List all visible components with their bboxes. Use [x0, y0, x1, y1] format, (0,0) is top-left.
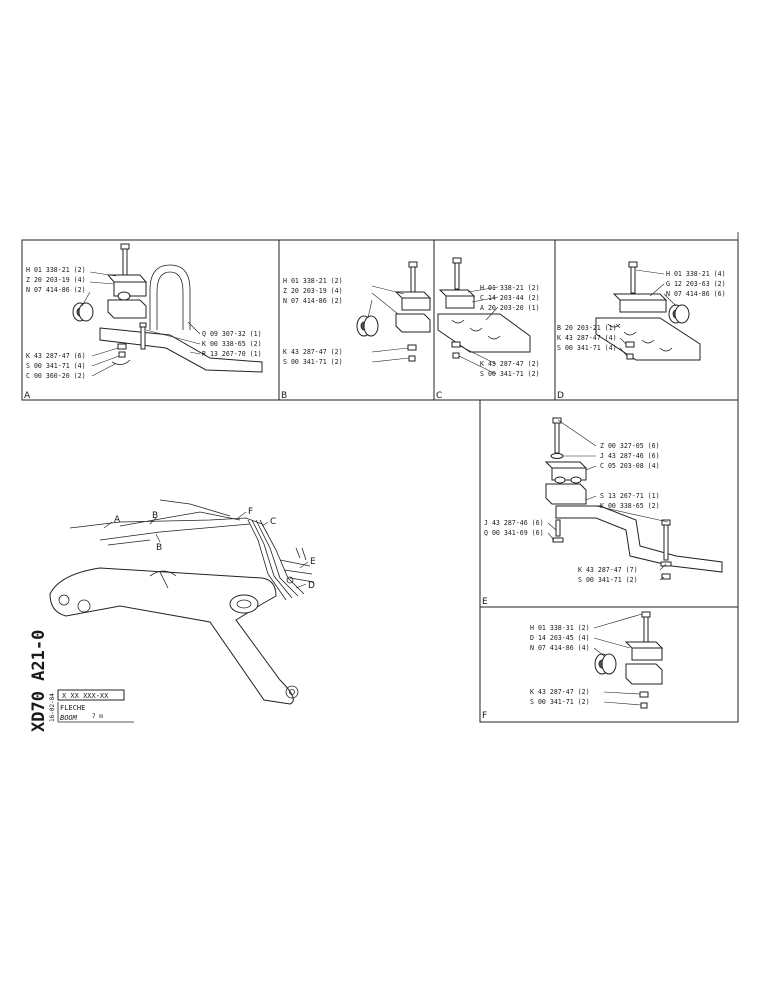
panel-a: H 01 338-21 (2) Z 20 203-19 (4) N 07 414…: [24, 243, 263, 401]
title-en: BOOM: [60, 714, 78, 722]
panel-letter-c: C: [436, 391, 442, 401]
panel-letter-b: B: [281, 391, 287, 401]
label-e-3: C 05 203-08 (4): [600, 462, 660, 470]
label-b-5: S 00 341-71 (2): [283, 358, 343, 366]
bracket-plate-icon: [555, 505, 723, 573]
panel-letter-e: E: [482, 597, 488, 607]
label-b-3: N 07 414-86 (2): [283, 297, 343, 305]
bushing-icon: [594, 653, 617, 675]
label-a-9: C 00 360-20 (2): [26, 372, 86, 380]
bushing-icon: [72, 302, 94, 322]
label-f-2: D 14 203-45 (4): [530, 634, 590, 642]
clamp-icon: [437, 289, 531, 353]
panel-letter-f: F: [482, 711, 487, 721]
bolt-icon: [120, 243, 130, 276]
clamp-icon: [106, 274, 148, 319]
label-b-4: K 43 287-47 (2): [283, 348, 343, 356]
label-a-4: Q 09 307-32 (1): [202, 330, 262, 338]
panel-c: H 01 338-21 (2) C 14 203-44 (2) A 20 203…: [436, 257, 540, 401]
u-bolt-icon: [149, 264, 191, 330]
overview-callout-f: F: [248, 507, 253, 517]
label-d-4: B 20 203-21 (1): [557, 324, 617, 332]
panel-f: H 01 338-31 (2) D 14 203-45 (4) N 07 414…: [482, 611, 664, 721]
label-c-3: A 20 203-20 (1): [480, 304, 540, 312]
panel-frames: [21, 232, 739, 723]
label-d-6: S 00 341-71 (4): [557, 344, 617, 352]
overview-callout-b1: B: [152, 511, 158, 521]
clamp-icon: [595, 293, 701, 361]
overview-callout-a: A: [114, 515, 121, 525]
label-d-5: K 43 287-47 (4): [557, 334, 617, 342]
label-d-2: G 12 203-63 (2): [666, 280, 726, 288]
bolt-icon: [452, 257, 462, 290]
label-f-1: H 01 338-31 (2): [530, 624, 590, 632]
label-e-9: S 00 341-71 (2): [578, 576, 638, 584]
label-b-2: Z 20 203-19 (4): [283, 287, 343, 295]
panel-b: H 01 338-21 (2) Z 20 203-19 (4) N 07 414…: [281, 261, 432, 401]
bolt-icon: [552, 417, 562, 454]
overview-callout-d: D: [308, 581, 315, 591]
panel-letter-d: D: [557, 391, 564, 401]
panel-d: H 01 338-21 (4) G 12 203-63 (2) N 07 414…: [557, 261, 726, 401]
label-a-8: S 00 341-71 (4): [26, 362, 86, 370]
label-d-1: H 01 338-21 (4): [666, 270, 726, 278]
label-e-1: Z 00 327-05 (6): [600, 442, 660, 450]
boom-overview: A B B F C E D: [49, 499, 316, 705]
title-block: XD70 A21-0 16-02-84 X XX XXX-XX FLECHE B…: [29, 630, 134, 732]
label-c-5: S 00 341-71 (2): [480, 370, 540, 378]
label-a-5: K 00 338-65 (2): [202, 340, 262, 348]
label-f-4: K 43 287-47 (2): [530, 688, 590, 696]
label-e-7: Q 00 341-69 (6): [484, 529, 544, 537]
label-c-1: H 01 338-21 (2): [480, 284, 540, 292]
clamp-icon: [624, 641, 664, 685]
label-c-2: C 14 203-44 (2): [480, 294, 540, 302]
boom-arm-icon: [49, 567, 294, 705]
label-d-3: N 07 414-86 (6): [666, 290, 726, 298]
bushing-icon: [668, 304, 690, 324]
clamp-icon: [544, 461, 588, 505]
label-a-6: R 13 267-70 (1): [202, 350, 262, 358]
label-b-1: H 01 338-21 (2): [283, 277, 343, 285]
label-f-3: N 07 414-86 (4): [530, 644, 590, 652]
boom-length: 7 m: [92, 713, 103, 720]
label-e-6: J 43 287-46 (6): [484, 519, 544, 527]
bolt-icon: [641, 611, 651, 644]
label-a-3: N 07 414-86 (2): [26, 286, 86, 294]
overview-callout-b2: B: [156, 543, 162, 553]
overview-callout-e: E: [310, 557, 316, 567]
label-e-5: K 00 338-65 (2): [600, 502, 660, 510]
drawing-code: XD70 A21-0: [29, 630, 49, 732]
label-a-7: K 43 287-47 (6): [26, 352, 86, 360]
label-a-1: H 01 338-21 (2): [26, 266, 86, 274]
panel-e: Z 00 327-05 (6) J 43 287-46 (6) C 05 203…: [482, 417, 723, 607]
overview-callout-c: C: [270, 517, 276, 527]
clamp-icon: [394, 291, 432, 333]
bolt-icon: [628, 261, 638, 294]
label-e-2: J 43 287-46 (6): [600, 452, 660, 460]
bolt-icon: [408, 261, 418, 294]
label-f-5: S 00 341-71 (2): [530, 698, 590, 706]
hose-line-icon: [69, 499, 263, 546]
panel-letter-a: A: [24, 391, 31, 401]
title-fr: FLECHE: [60, 704, 85, 712]
bushing-icon: [356, 315, 379, 337]
drawing-date: 16-02-84: [49, 693, 56, 722]
label-a-2: Z 20 203-19 (4): [26, 276, 86, 284]
label-e-4: S 13 267-71 (1): [600, 492, 660, 500]
label-e-8: K 43 287-47 (7): [578, 566, 638, 574]
label-c-4: K 43 287-47 (2): [480, 360, 540, 368]
part-number: X XX XXX-XX: [62, 692, 109, 700]
